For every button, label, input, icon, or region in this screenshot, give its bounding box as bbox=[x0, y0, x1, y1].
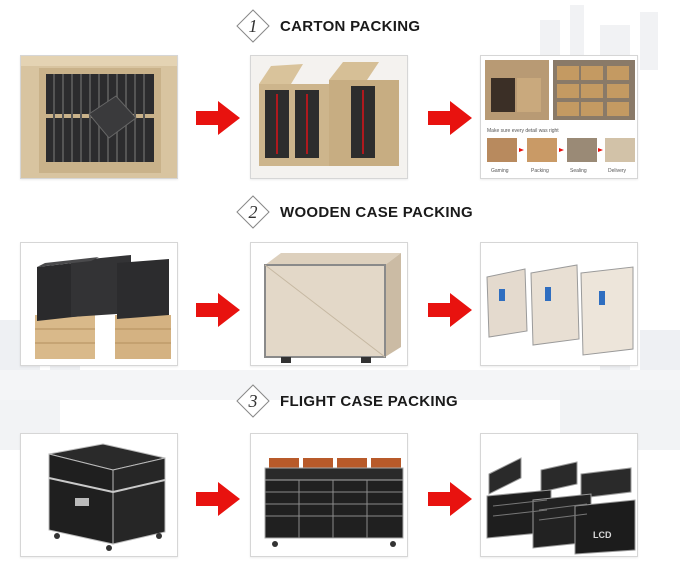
section-1-number-badge: 1 bbox=[236, 9, 270, 43]
process-step-2: Packing bbox=[531, 168, 549, 174]
section-2-number: 2 bbox=[248, 202, 258, 222]
arrow-right-icon bbox=[196, 101, 240, 135]
photo-three-wooden-cases bbox=[480, 242, 638, 366]
section-3-header: 3 FLIGHT CASE PACKING bbox=[236, 384, 458, 418]
arrow-right-icon bbox=[428, 101, 472, 135]
section-2-number-badge: 2 bbox=[236, 195, 270, 229]
process-step-3: Sealing bbox=[570, 168, 587, 174]
arrow-right-icon bbox=[196, 482, 240, 516]
section-3-number-badge: 3 bbox=[236, 384, 270, 418]
section-2-header: 2 WOODEN CASE PACKING bbox=[236, 195, 473, 229]
section-3-title: FLIGHT CASE PACKING bbox=[280, 392, 458, 410]
case-brand-logo: LCD bbox=[593, 530, 612, 540]
photo-open-flight-cases-angled: LCD bbox=[480, 433, 638, 557]
process-step-4: Delivery bbox=[608, 168, 627, 174]
section-3-number: 3 bbox=[248, 391, 258, 411]
process-step-1: Gaming bbox=[491, 168, 509, 174]
section-1-header: 1 CARTON PACKING bbox=[236, 9, 420, 43]
arrow-right-icon bbox=[196, 293, 240, 327]
photo-closed-flight-case bbox=[20, 433, 178, 557]
section-2-title: WOODEN CASE PACKING bbox=[280, 203, 473, 221]
photo-closed-wooden-case bbox=[250, 242, 408, 366]
section-1-number: 1 bbox=[248, 16, 258, 36]
photo-open-flight-cases-row bbox=[250, 433, 408, 557]
photo-cartons-with-cabinets bbox=[250, 55, 408, 179]
photo-wooden-pallets bbox=[20, 242, 178, 366]
process-caption: Make sure every detail was right bbox=[487, 128, 559, 134]
section-1-title: CARTON PACKING bbox=[280, 17, 421, 35]
arrow-right-icon bbox=[428, 293, 472, 327]
arrow-right-icon bbox=[428, 482, 472, 516]
photo-warehouse-process: Make sure every detail was right Gaming … bbox=[480, 55, 638, 179]
photo-open-carton bbox=[20, 55, 178, 179]
